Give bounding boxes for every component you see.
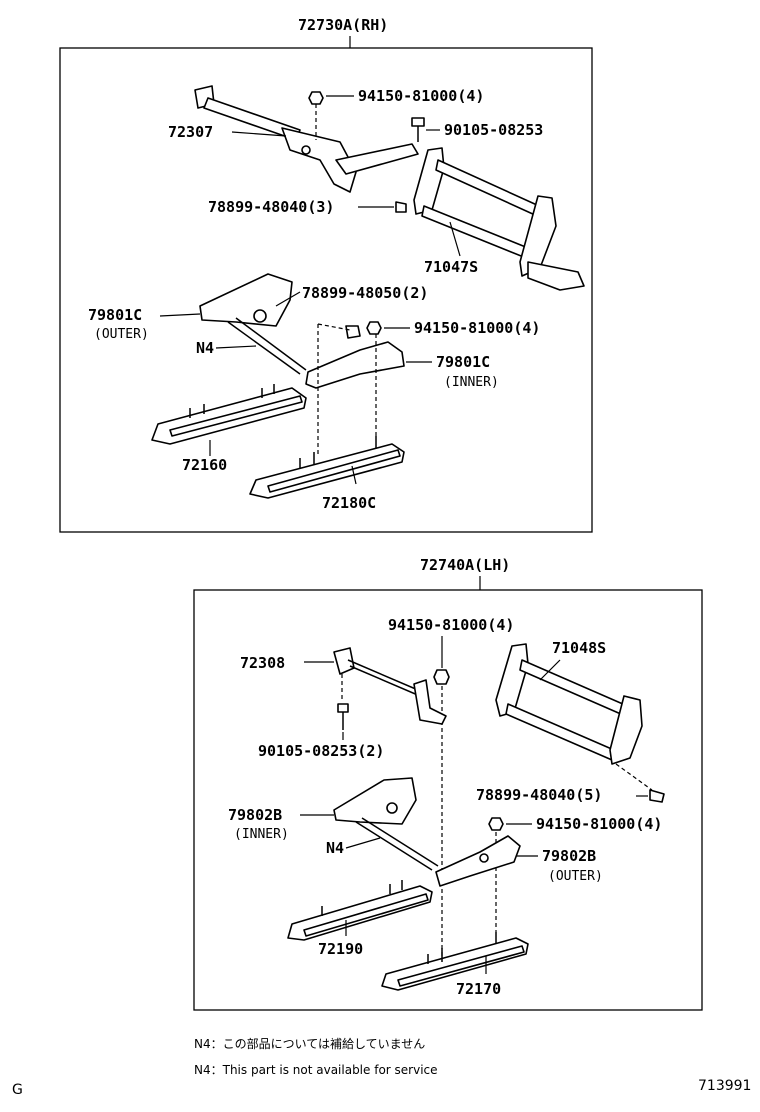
- lh-bolt-90105-drawing[interactable]: [337, 703, 349, 730]
- rh-n4-rod-drawing[interactable]: [227, 321, 301, 375]
- rh-bolt-78899-48050-drawing[interactable]: [345, 325, 361, 339]
- rh-71047s-leader: [449, 221, 461, 257]
- part-71047s-drawing[interactable]: [413, 147, 585, 291]
- rh-label-79801c-inner-note: (INNER): [444, 375, 499, 390]
- rh-assembly: 72730A(RH) 94150-81000(4) 90105-08253 72…: [59, 16, 593, 533]
- rh-label-78899-48050[interactable]: 78899-48050(2): [302, 284, 428, 302]
- rh-72307-leader: [231, 131, 287, 137]
- rh-label-90105[interactable]: 90105-08253: [444, 121, 543, 139]
- lh-label-72170[interactable]: 72170: [456, 980, 501, 998]
- rh-label-78899-48040[interactable]: 78899-48040(3): [208, 198, 334, 216]
- lh-label-78899-48040[interactable]: 78899-48040(5): [476, 786, 602, 804]
- lh-label-94150-top[interactable]: 94150-81000(4): [388, 616, 514, 634]
- rh-label-72180c[interactable]: 72180C: [322, 494, 376, 512]
- lh-label-72190[interactable]: 72190: [318, 940, 363, 958]
- part-79802b-outer-drawing[interactable]: [435, 835, 521, 887]
- part-72170-drawing[interactable]: [381, 932, 529, 991]
- lh-label-94150-mid[interactable]: 94150-81000(4): [536, 815, 662, 833]
- part-72190-drawing[interactable]: [287, 880, 433, 941]
- rh-79801c-outer-leader: [159, 313, 201, 317]
- rh-inner-top-guide: [317, 323, 351, 331]
- rh-bolt-90105-drawing[interactable]: [411, 117, 425, 142]
- rh-72180c-leader: [351, 465, 357, 485]
- lh-label-79802b-outer[interactable]: 79802B: [542, 847, 596, 865]
- rh-label-79801c-inner[interactable]: 79801C: [436, 353, 490, 371]
- rh-nut-94150-top-drawing[interactable]: [308, 91, 324, 105]
- lh-n4-leader: [345, 837, 381, 849]
- lh-label-79802b-inner[interactable]: 79802B: [228, 806, 282, 824]
- part-79801c-inner-drawing[interactable]: [305, 341, 405, 389]
- footer-left-code: G: [12, 1082, 23, 1098]
- part-72307-drawing[interactable]: [194, 85, 419, 193]
- lh-assembly: 72740A(LH) 94150-81000(4) 72308 90105-08…: [193, 556, 703, 1011]
- rh-nut-94150-mid-drawing[interactable]: [366, 321, 382, 335]
- note-japanese: N4：この部品については補給していません: [194, 1036, 425, 1051]
- rh-label-72307[interactable]: 72307: [168, 123, 213, 141]
- rh-label-94150-top[interactable]: 94150-81000(4): [358, 87, 484, 105]
- lh-label-90105[interactable]: 90105-08253(2): [258, 742, 384, 760]
- lh-label-71048s[interactable]: 71048S: [552, 639, 606, 657]
- rh-n4-leader: [215, 345, 257, 349]
- part-79801c-outer-drawing[interactable]: [199, 273, 293, 327]
- part-72160-drawing[interactable]: [151, 384, 307, 445]
- lh-bolt-78899-48040-drawing[interactable]: [649, 789, 665, 803]
- rh-label-79801c-outer-note: (OUTER): [94, 327, 149, 342]
- lh-label-n4[interactable]: N4: [326, 839, 344, 857]
- part-72180c-drawing[interactable]: [249, 436, 405, 499]
- rh-assembly-frame: [59, 47, 593, 533]
- lh-n4-rod-drawing[interactable]: [355, 821, 433, 871]
- diagram-id: 713991: [698, 1078, 751, 1094]
- rh-label-79801c-outer[interactable]: 79801C: [88, 306, 142, 324]
- lh-assembly-title[interactable]: 72740A(LH): [420, 556, 510, 574]
- lh-label-79802b-inner-note: (INNER): [234, 827, 289, 842]
- rh-assembly-title[interactable]: 72730A(RH): [298, 16, 388, 34]
- lh-nut-94150-mid-drawing[interactable]: [488, 817, 504, 831]
- part-79802b-inner-drawing[interactable]: [333, 777, 417, 825]
- lh-71048s-bolt-guide: [615, 763, 653, 791]
- lh-label-72308[interactable]: 72308: [240, 654, 285, 672]
- lh-label-79802b-outer-note: (OUTER): [548, 869, 603, 884]
- rh-label-72160[interactable]: 72160: [182, 456, 227, 474]
- rh-label-n4[interactable]: N4: [196, 339, 214, 357]
- rh-bolt-78899-48040-drawing[interactable]: [395, 201, 407, 213]
- lh-assembly-frame: [193, 589, 703, 1011]
- part-71048s-drawing[interactable]: [495, 643, 643, 765]
- note-english: N4：This part is not available for servic…: [194, 1063, 438, 1077]
- lh-71048s-leader: [539, 659, 561, 681]
- rh-78899-48050-leader: [275, 291, 301, 307]
- part-72308-drawing[interactable]: [333, 647, 447, 725]
- rh-label-94150-mid[interactable]: 94150-81000(4): [414, 319, 540, 337]
- rh-label-71047s[interactable]: 71047S: [424, 258, 478, 276]
- lh-nut-94150-top-drawing[interactable]: [433, 669, 450, 685]
